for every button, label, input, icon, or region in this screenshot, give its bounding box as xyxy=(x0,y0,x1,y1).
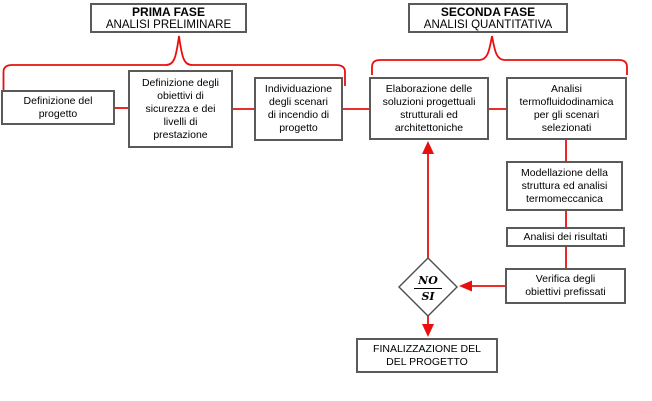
decision-no-label: NO xyxy=(414,274,442,289)
box-modellazione-struttura: Modellazione della struttura ed analisi … xyxy=(506,161,623,211)
box-analisi-risultati: Analisi dei risultati xyxy=(506,227,625,247)
decision-si-label: SI xyxy=(421,289,435,303)
arrowhead-up-icon xyxy=(422,141,434,154)
phase1-subtitle: ANALISI PRELIMINARE xyxy=(105,18,232,31)
box-elaborazione-soluzioni: Elaborazione delle soluzioni progettuali… xyxy=(369,77,489,140)
arrowhead-down-icon xyxy=(422,324,434,337)
box-analisi-termofluidodinamica: Analisi termofluidodinamica per gli scen… xyxy=(506,77,627,140)
phase2-title: SECONDA FASE xyxy=(440,4,536,19)
phase2-brace xyxy=(371,35,628,75)
phase1-title: PRIMA FASE xyxy=(132,4,205,19)
phase2-subtitle: ANALISI QUANTITATIVA xyxy=(423,18,553,31)
phase2-title-box: SECONDA FASE ANALISI QUANTITATIVA xyxy=(408,3,568,33)
phase1-title-box: PRIMA FASE ANALISI PRELIMINARE xyxy=(90,3,247,33)
box-definizione-obiettivi: Definizione degli obiettivi di sicurezza… xyxy=(128,70,233,148)
box-definizione-progetto: Definizione del progetto xyxy=(1,90,115,125)
arrowhead-left-icon xyxy=(459,280,472,292)
box-individuazione-scenari: Individuazione degli scenari di incendio… xyxy=(254,77,343,141)
box-finalizzazione-progetto: FINALIZZAZIONE DEL DEL PROGETTO xyxy=(356,338,498,373)
box-verifica-obiettivi: Verifica degli obiettivi prefissati xyxy=(505,268,626,304)
decision-label: NO SI xyxy=(404,264,452,312)
